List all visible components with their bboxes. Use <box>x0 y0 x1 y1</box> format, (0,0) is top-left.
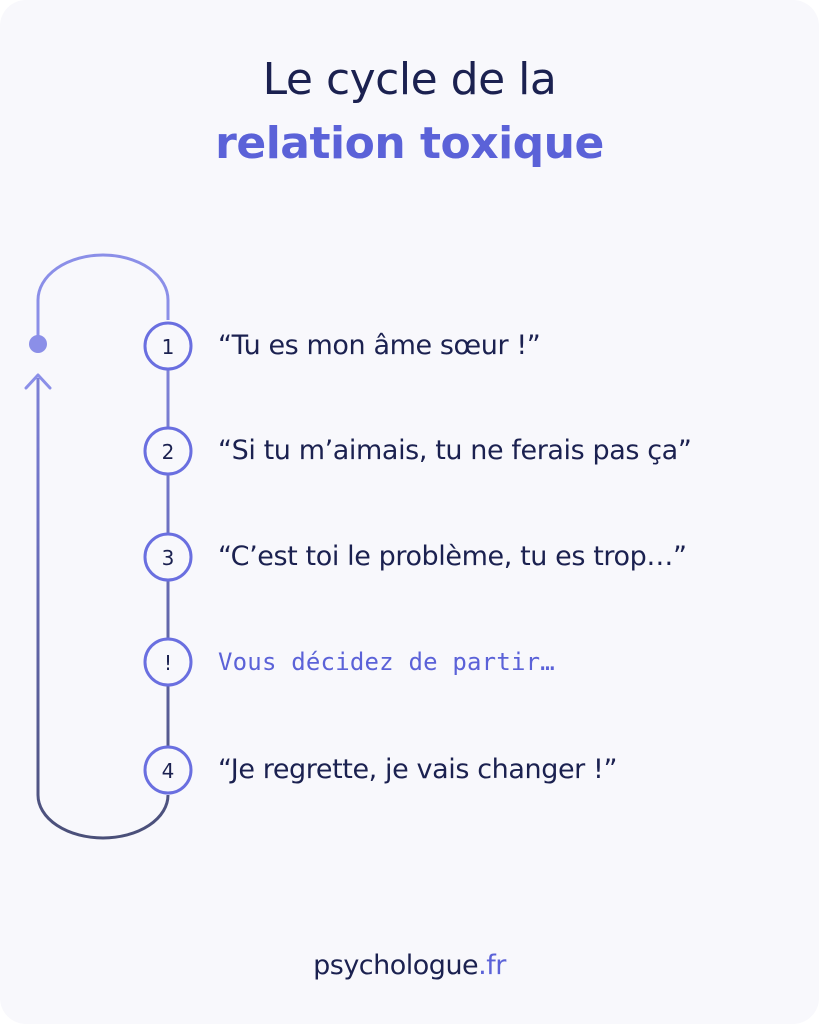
title-line-2: relation toxique <box>215 118 604 169</box>
step-marker-label: 1 <box>162 335 175 359</box>
step-marker-4: 4 <box>143 745 193 795</box>
title-line-1: Le cycle de la <box>262 54 557 105</box>
arrow-up-icon <box>24 373 52 390</box>
step-3-text: “C’est toi le problème, tu es trop…” <box>218 541 687 572</box>
step-marker-3: 3 <box>143 532 193 582</box>
brand-name: psychologue <box>313 950 479 981</box>
step-marker-alert: ! <box>143 637 193 687</box>
brand-logo: psychologue.fr <box>0 950 819 981</box>
step-marker-1: 1 <box>143 321 193 371</box>
step-1-text: “Tu es mon âme sœur !” <box>218 330 541 361</box>
cycle-top-arc <box>36 253 170 343</box>
step-marker-label: 2 <box>162 440 175 464</box>
step-alert-text: Vous décidez de partir… <box>218 648 555 676</box>
step-marker-label: ! <box>164 651 172 675</box>
step-4-text: “Je regrette, je vais changer !” <box>218 754 618 785</box>
cycle-start-dot <box>29 335 47 353</box>
brand-suffix: .fr <box>478 950 506 981</box>
step-marker-label: 4 <box>162 759 175 783</box>
step-2-text: “Si tu m’aimais, tu ne ferais pas ça” <box>218 435 692 466</box>
cycle-return-path <box>36 378 170 840</box>
step-marker-label: 3 <box>162 546 175 570</box>
step-marker-2: 2 <box>143 426 193 476</box>
